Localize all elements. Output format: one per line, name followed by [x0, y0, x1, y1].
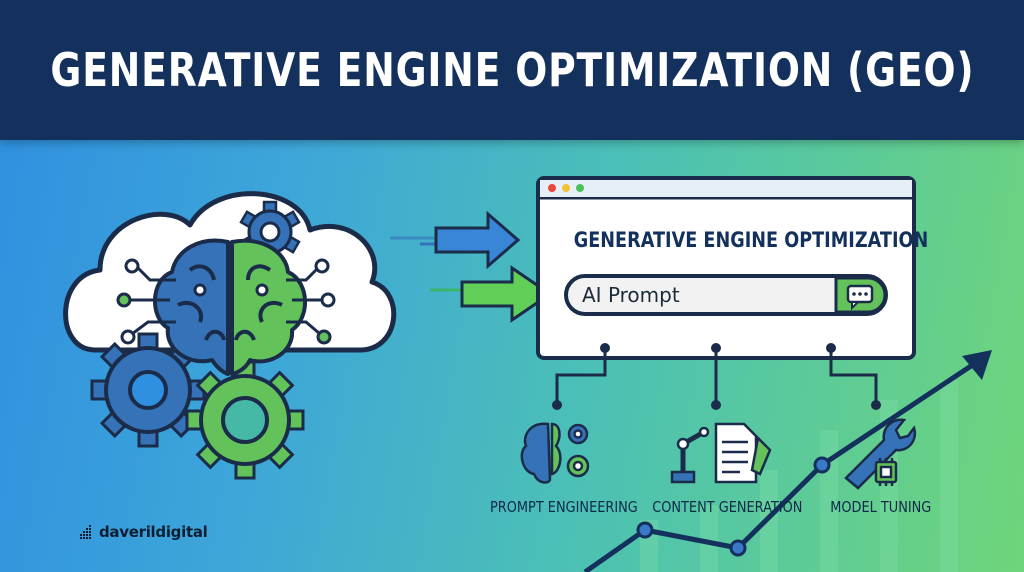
arrow-icon-blue: [390, 210, 521, 270]
brain-gears-icon: [520, 422, 590, 484]
connector-lines: [555, 348, 878, 405]
wrench-chip-icon: [844, 418, 917, 490]
brand-name: daverildigital: [99, 523, 208, 541]
circuit-nodes: [116, 258, 336, 345]
feature-caption-model-tuning: MODEL TUNING: [822, 498, 940, 516]
trend-line: [583, 350, 992, 572]
window-dot-red: [548, 184, 556, 192]
window-heading: GENERATIVE ENGINE OPTIMIZATION: [540, 228, 929, 252]
arrow-icon-green: [430, 265, 553, 323]
browser-window: [536, 176, 916, 360]
prompt-field: [564, 274, 888, 316]
circuit-lines: [128, 266, 322, 336]
gear-icon-large-green: [185, 360, 305, 480]
connector-nodes: [552, 343, 881, 410]
chat-bubble-icon: [846, 284, 874, 311]
feature-caption-content-generation: CONTENT GENERATION: [640, 498, 815, 516]
robot-arm-document-icon: [670, 422, 772, 484]
prompt-input-text: AI Prompt: [582, 283, 680, 307]
feature-caption-prompt-engineering: PROMPT ENGINEERING: [478, 498, 650, 516]
page-title: GENERATIVE ENGINE OPTIMIZATION (GEO): [49, 43, 975, 97]
feature-label: MODEL TUNING: [830, 498, 932, 516]
window-dot-yellow: [562, 184, 570, 192]
feature-label: CONTENT GENERATION: [652, 498, 803, 516]
window-dot-green: [576, 184, 584, 192]
brand-logo: daverildigital: [80, 523, 208, 541]
logo-mark-icon: [80, 525, 91, 539]
title-banner: GENERATIVE ENGINE OPTIMIZATION (GEO): [0, 0, 1024, 140]
window-heading-text: GENERATIVE ENGINE OPTIMIZATION: [573, 228, 929, 252]
feature-label: PROMPT ENGINEERING: [490, 498, 638, 516]
brain-icon: [153, 238, 307, 376]
